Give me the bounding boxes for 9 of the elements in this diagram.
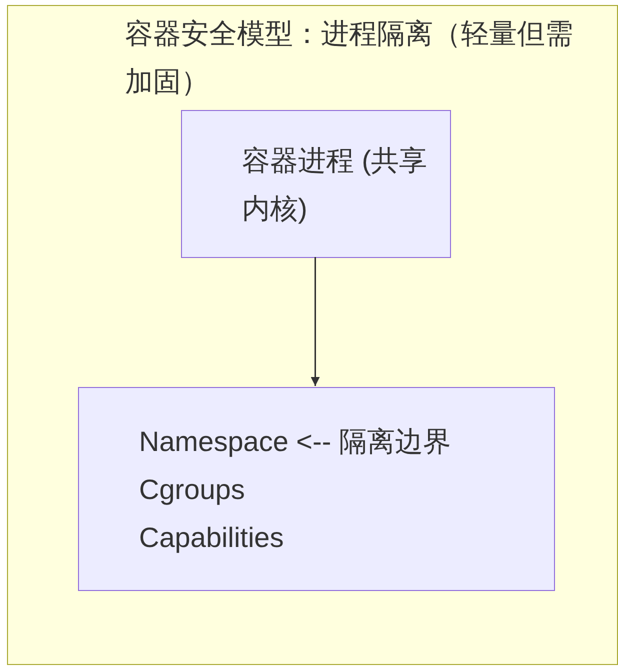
process-box (181, 110, 451, 258)
box-label: Capabilities (139, 521, 285, 555)
box-label: Namespace <-- 隔离边界 (139, 425, 452, 459)
group-heading: 容器安全模型：进程隔离（轻量但需加固） (125, 17, 574, 99)
box-label: Cgroups (139, 473, 246, 507)
process-box (78, 387, 555, 591)
group-box (7, 5, 618, 665)
arrow (310, 257, 320, 386)
box-label: 容器进程 (共享内核) (242, 144, 428, 226)
